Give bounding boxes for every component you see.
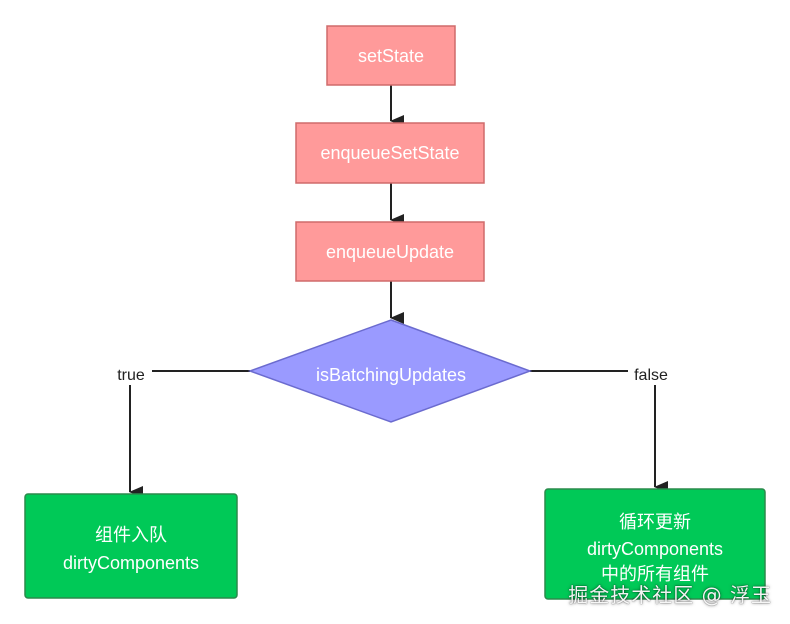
- node-false-branch: [544, 488, 766, 600]
- node-decision: [247, 319, 533, 423]
- node-true-branch: [24, 493, 238, 599]
- node-true-branch-line1: 组件入队: [95, 525, 167, 545]
- node-true-branch-line2: dirtyComponents: [63, 553, 199, 573]
- true-label: true: [117, 367, 145, 384]
- node-false-branch-line3: 中的所有组件: [601, 564, 709, 584]
- edge-decision-true: [129, 370, 250, 498]
- node-false-branch-line1: 循环更新: [619, 512, 691, 532]
- node-enqueueupdate-label: enqueueUpdate: [326, 242, 454, 262]
- false-label: false: [634, 367, 668, 384]
- node-decision-label: isBatchingUpdates: [316, 365, 466, 385]
- node-enqueueupdate: [295, 221, 485, 282]
- node-enqueuesetstate-label: enqueueSetState: [320, 143, 459, 163]
- node-setstate-label: setState: [358, 46, 424, 66]
- edge-decision-false: [530, 370, 668, 493]
- node-enqueuesetstate: [295, 122, 485, 184]
- watermark: 掘金技术社区 @ 浮玉: [568, 583, 772, 607]
- node-setstate: [326, 25, 456, 86]
- node-false-branch-line2: dirtyComponents: [587, 539, 723, 559]
